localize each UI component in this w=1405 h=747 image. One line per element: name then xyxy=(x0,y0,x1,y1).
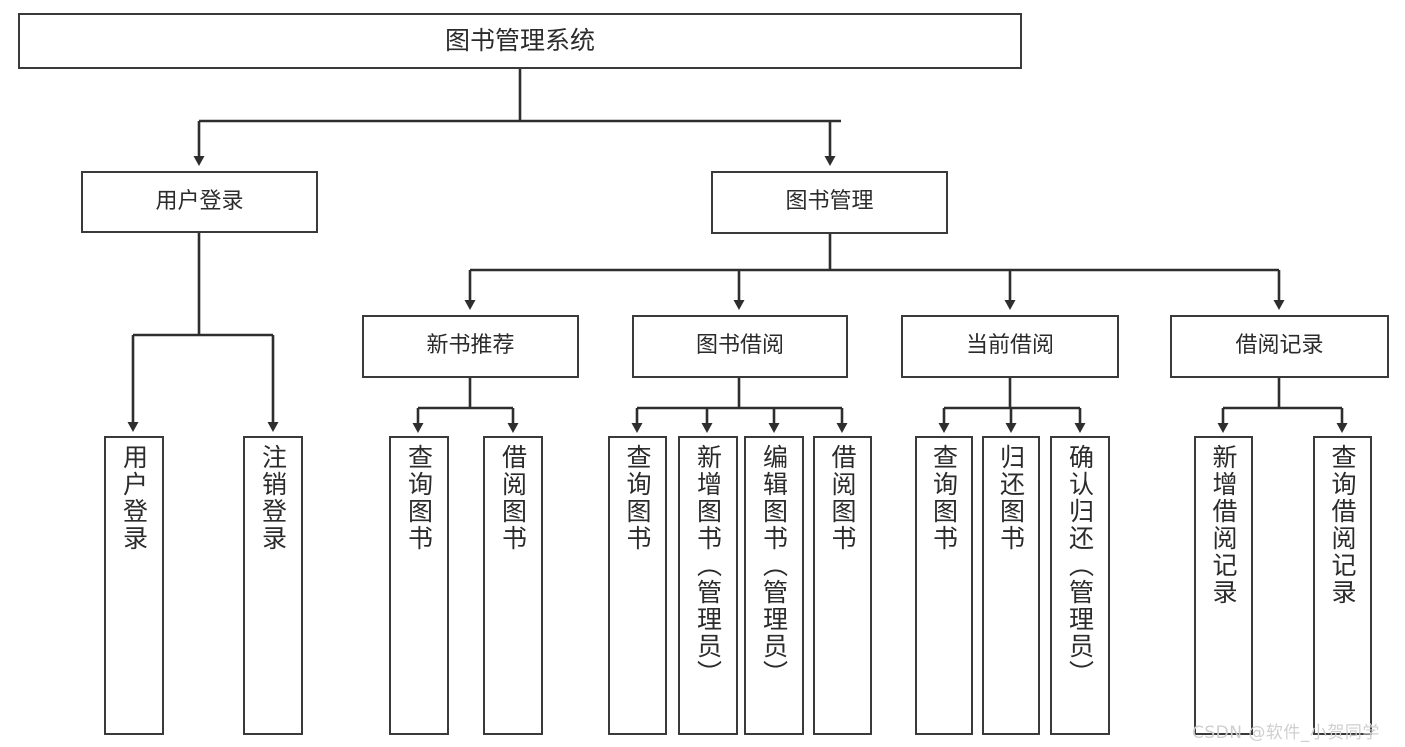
node-book-management[interactable]: 图书管理 xyxy=(711,171,948,234)
leaf-user-login-label: 用户登录 xyxy=(119,444,149,552)
node-root-system-label: 图书管理系统 xyxy=(444,26,595,56)
watermark-csdn: CSDN @软件_小贺同学 xyxy=(1192,723,1380,743)
leaf-borrow-edit-book-admin[interactable]: 编辑图书（管理员） xyxy=(744,436,804,735)
leaf-current-query-book-label: 查询图书 xyxy=(929,444,959,552)
node-current-borrow[interactable]: 当前借阅 xyxy=(901,315,1119,378)
leaf-borrow-query-book-label: 查询图书 xyxy=(623,444,652,552)
leaf-current-confirm-return-admin-label: 确认归还（管理员） xyxy=(1065,444,1095,687)
leaf-record-query-record-label: 查询借阅记录 xyxy=(1328,444,1357,606)
leaf-record-query-record[interactable]: 查询借阅记录 xyxy=(1313,436,1372,735)
leaf-current-return-book-label: 归还图书 xyxy=(996,444,1026,552)
leaf-user-logout-label: 注销登录 xyxy=(258,444,288,552)
leaf-recommend-query-book-label: 查询图书 xyxy=(404,444,434,552)
leaf-record-add-record[interactable]: 新增借阅记录 xyxy=(1194,436,1253,735)
leaf-borrow-borrow-book-label: 借阅图书 xyxy=(828,444,857,552)
leaf-borrow-query-book[interactable]: 查询图书 xyxy=(608,436,667,735)
node-book-borrow-label: 图书借阅 xyxy=(695,333,784,359)
node-book-management-label: 图书管理 xyxy=(785,189,874,215)
node-user-login[interactable]: 用户登录 xyxy=(81,171,318,233)
node-borrow-record[interactable]: 借阅记录 xyxy=(1170,315,1389,378)
leaf-borrow-edit-book-admin-label: 编辑图书（管理员） xyxy=(759,444,789,687)
leaf-recommend-query-book[interactable]: 查询图书 xyxy=(389,436,449,735)
node-new-book-recommend[interactable]: 新书推荐 xyxy=(362,315,579,378)
leaf-user-logout[interactable]: 注销登录 xyxy=(243,436,303,735)
leaf-recommend-borrow-book-label: 借阅图书 xyxy=(498,444,528,552)
leaf-borrow-add-book-admin[interactable]: 新增图书（管理员） xyxy=(678,436,738,735)
leaf-recommend-borrow-book[interactable]: 借阅图书 xyxy=(483,436,543,735)
leaf-user-login[interactable]: 用户登录 xyxy=(104,436,164,735)
leaf-record-add-record-label: 新增借阅记录 xyxy=(1209,444,1238,606)
node-book-borrow[interactable]: 图书借阅 xyxy=(632,315,848,378)
node-current-borrow-label: 当前借阅 xyxy=(965,333,1054,359)
node-root-system[interactable]: 图书管理系统 xyxy=(18,13,1022,69)
node-borrow-record-label: 借阅记录 xyxy=(1235,333,1324,359)
leaf-borrow-add-book-admin-label: 新增图书（管理员） xyxy=(693,444,723,687)
node-new-book-recommend-label: 新书推荐 xyxy=(426,333,515,359)
leaf-current-return-book[interactable]: 归还图书 xyxy=(982,436,1040,735)
leaf-current-query-book[interactable]: 查询图书 xyxy=(915,436,973,735)
leaf-borrow-borrow-book[interactable]: 借阅图书 xyxy=(813,436,872,735)
node-user-login-label: 用户登录 xyxy=(155,188,244,214)
leaf-current-confirm-return-admin[interactable]: 确认归还（管理员） xyxy=(1050,436,1110,735)
